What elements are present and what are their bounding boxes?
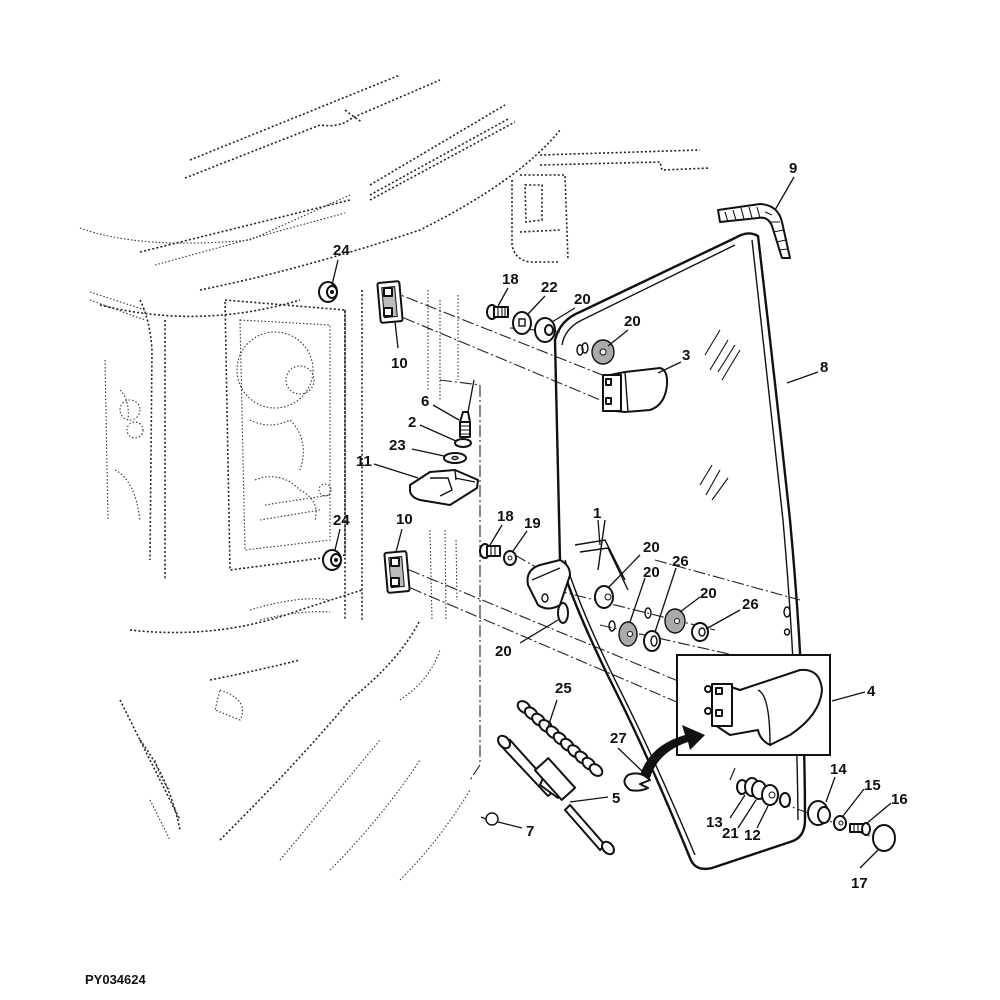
part-bolt-lower [479,543,501,559]
part-washer-19 [503,550,517,566]
part-bushing-12 [761,784,779,806]
figure-reference-code: PY034624 [85,972,146,987]
part-bushing-20-e [644,607,686,634]
part-spacer-26-b [691,622,709,642]
callout-18-lower: 18 [497,508,514,525]
callout-24-upper: 24 [333,242,350,259]
callout-18-upper: 18 [502,271,519,288]
door-glass-panel [553,232,807,871]
callout-20-f: 20 [495,643,512,660]
callout-23: 23 [389,437,406,454]
callout-1: 1 [593,505,601,522]
part-gas-strut [497,734,615,856]
part-circlip [623,772,651,792]
callout-20-d: 20 [643,564,660,581]
cab-outline-ghost [79,74,711,881]
callout-19: 19 [524,515,541,532]
part-hinge-plate-upper [376,280,404,324]
part-grommet-14 [807,800,831,826]
callout-13: 13 [706,814,723,831]
part-hinge-plate-lower [383,550,411,594]
callout-2: 2 [408,414,416,431]
detail-box-lower-hinge [640,654,831,778]
part-striker-plate [409,469,479,506]
callout-20-e: 20 [700,585,717,602]
part-grommet-lower [322,549,342,571]
part-spacer-26-a [643,630,661,652]
callout-4: 4 [867,683,876,700]
part-screw-16 [849,822,871,836]
callout-27: 27 [610,730,627,747]
callout-22: 22 [541,279,558,296]
callout-6: 6 [421,393,429,410]
callout-25: 25 [555,680,572,697]
part-bolt-upper [486,304,509,320]
callout-26-a: 26 [672,553,689,570]
callout-17: 17 [851,875,868,892]
callout-10-upper: 10 [391,355,408,372]
callout-14: 14 [830,761,847,778]
part-bushing-20-c [594,585,614,609]
part-bushing-20-a [534,317,556,343]
spring-coil [588,763,604,777]
callout-16: 16 [891,791,908,808]
callout-8: 8 [820,359,828,376]
part-retaining-clip [480,812,499,826]
callout-20-a: 20 [574,291,591,308]
part-bushing-20-b [581,339,615,365]
callout-21: 21 [722,825,739,842]
part-striker-pin [459,411,471,438]
part-cap-17 [872,824,896,852]
callout-24-lower: 24 [333,512,350,529]
callout-11: 11 [356,453,372,470]
part-bushing-20-d [608,620,638,647]
callout-3: 3 [682,347,690,364]
part-seal [717,203,791,259]
callout-12: 12 [744,827,761,844]
callout-26-b: 26 [742,596,759,613]
callout-10-lower: 10 [396,511,413,528]
callout-7: 7 [526,823,534,840]
callout-labels: 24 10 18 22 20 20 3 8 9 6 2 23 11 24 10 … [333,160,908,892]
callout-5: 5 [612,790,620,807]
leader-lines [331,176,892,869]
callout-20-c: 20 [643,539,660,556]
part-grommet-upper [318,281,338,303]
part-washer-23 [443,452,467,464]
part-washer-22 [512,311,532,335]
part-lower-hinge-bracket [526,519,629,610]
part-washer-15 [833,815,847,831]
part-bushing-20-f [557,602,569,624]
callout-20-b: 20 [624,313,641,330]
part-ring-small [779,792,791,808]
part-upper-hinge [602,367,669,413]
callout-15: 15 [864,777,881,794]
part-washer-2 [454,438,472,448]
callout-9: 9 [789,160,797,177]
